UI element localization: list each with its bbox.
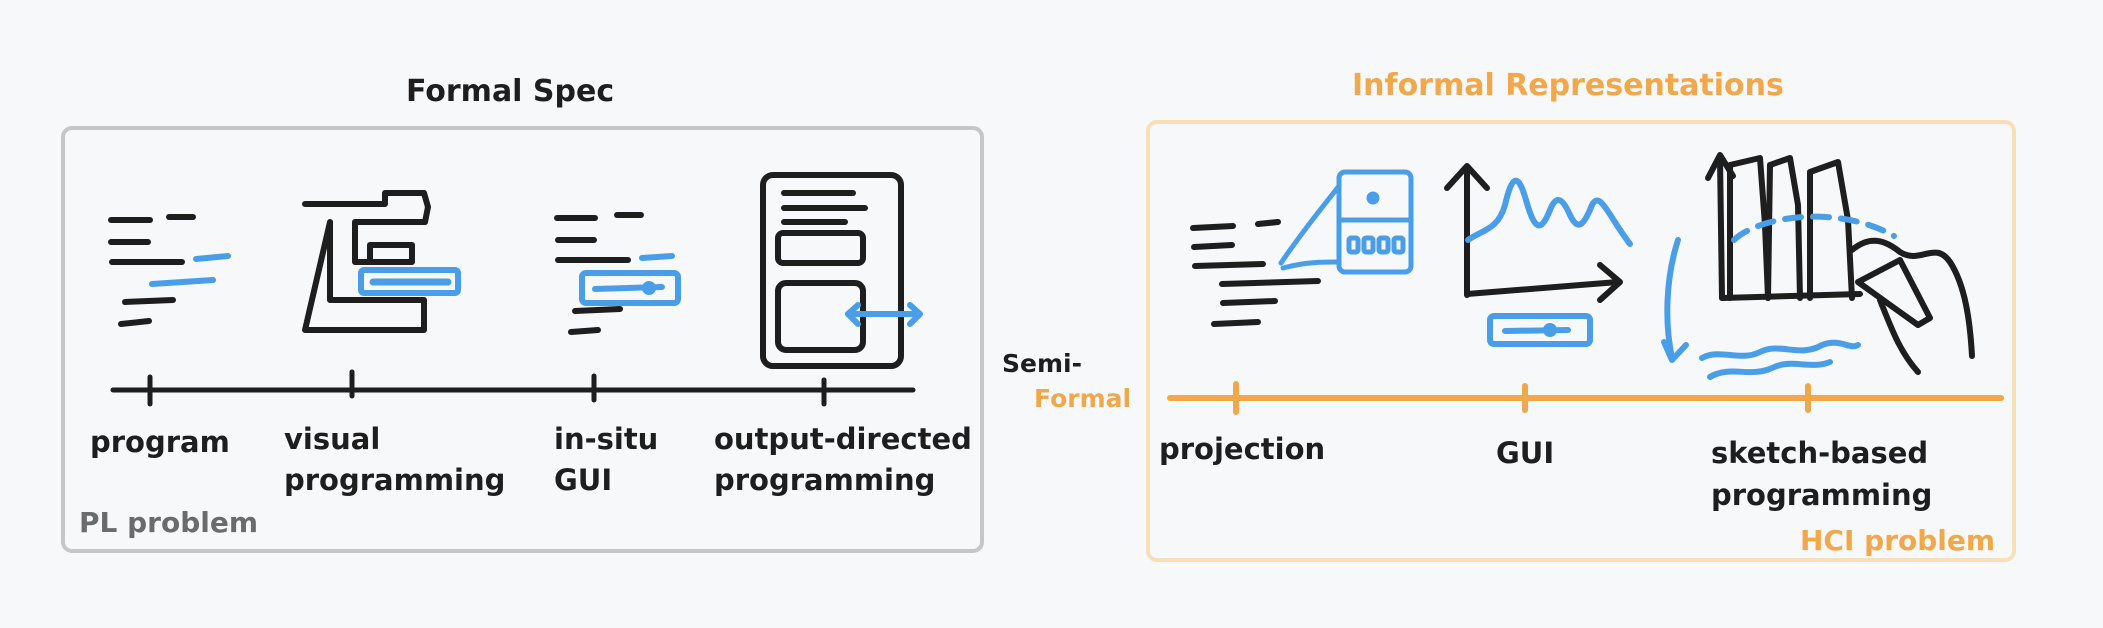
stage-visual-programming-line1: visual xyxy=(284,422,381,456)
stage-sketch-based-line1: sketch-based xyxy=(1711,436,1929,470)
semi-formal-timeline xyxy=(1167,381,2004,415)
informal-representations-title: Informal Representations xyxy=(1352,68,1784,103)
in-situ-gui-icon xyxy=(554,212,681,335)
formal-timeline xyxy=(110,369,916,407)
formal-spec-title: Formal Spec xyxy=(406,74,615,109)
program-code-icon xyxy=(108,214,231,327)
stage-output-directed-line1: output-directed xyxy=(714,422,972,456)
stage-in-situ-gui-line1: in-situ xyxy=(554,422,659,456)
sketch-based-icon xyxy=(1661,152,1975,380)
pl-problem-label: PL problem xyxy=(79,506,259,539)
stage-projection-label: projection xyxy=(1159,432,1326,466)
semi-label: Semi- xyxy=(1002,349,1082,378)
gui-chart-icon xyxy=(1444,163,1633,347)
stage-gui-label: GUI xyxy=(1496,436,1555,470)
informal-representations-panel xyxy=(1146,120,2016,562)
visual-programming-icon xyxy=(302,190,461,333)
hci-problem-label: HCI problem xyxy=(1800,524,1996,557)
stage-program-label: program xyxy=(90,425,230,459)
output-directed-icon xyxy=(760,172,923,369)
stage-output-directed-line2: programming xyxy=(714,463,936,497)
formal-spec-panel xyxy=(61,126,984,553)
stage-in-situ-gui-line2: GUI xyxy=(554,463,613,497)
stage-visual-programming-line2: programming xyxy=(284,463,506,497)
projection-icon xyxy=(1190,169,1414,327)
stage-sketch-based-line2: programming xyxy=(1711,478,1933,512)
formal-label: Formal xyxy=(1034,384,1132,413)
